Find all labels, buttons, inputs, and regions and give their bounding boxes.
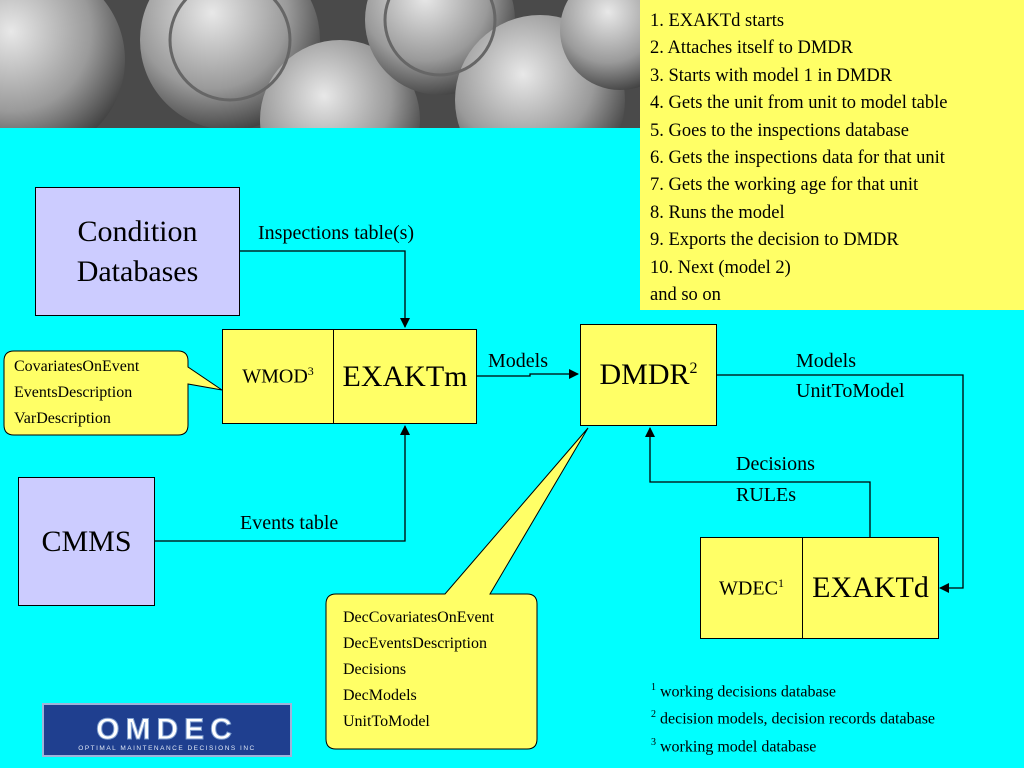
events-arrow [155, 425, 410, 542]
wmod-box: WMOD3 [222, 329, 334, 424]
inspections-label: Inspections table(s) [258, 222, 415, 244]
callout-dmdr-shape [325, 427, 589, 750]
models-arrow [477, 369, 579, 379]
models-left-label: Models [488, 350, 548, 372]
step-item: 9. Exports the decision to DMDR [650, 230, 899, 251]
inspections-arrow [240, 250, 410, 328]
footnote-3: 3 working model database [651, 737, 817, 756]
exaktd-box: EXAKTd [802, 537, 939, 639]
unittomodel-label: UnitToModel [796, 380, 905, 402]
cmms-box: CMMS [18, 477, 155, 606]
callout-item: DecCovariatesOnEvent [343, 609, 495, 626]
models-unittomodel-arrow [717, 374, 964, 593]
step-item: 4. Gets the unit from unit to model tabl… [650, 93, 948, 114]
coins-photo [0, 0, 640, 128]
footnote-2: 2 decision models, decision records data… [651, 709, 936, 728]
svg-text:OPTIMAL MAINTENANCE DECISIONS: OPTIMAL MAINTENANCE DECISIONS INC [78, 745, 255, 752]
exaktm-label: EXAKTm [342, 359, 468, 393]
callout-item: DecModels [343, 687, 417, 704]
callout-item: EventsDescription [14, 384, 133, 401]
step-item: 3. Starts with model 1 in DMDR [650, 65, 893, 86]
condition-databases-line1: Condition [77, 214, 198, 248]
step-item: 7. Gets the working age for that unit [650, 175, 919, 196]
svg-text:OMDEC: OMDEC [96, 713, 238, 746]
rules-label: RULEs [736, 484, 796, 506]
callout-item: CovariatesOnEvent [14, 358, 140, 375]
step-item: 1. EXAKTd starts [650, 11, 785, 31]
callout-wmod-shape [3, 350, 223, 436]
step-item: 6. Gets the inspections data for that un… [650, 148, 945, 169]
callout-item: Decisions [343, 661, 407, 678]
wmod-label: WMOD3 [242, 364, 314, 388]
condition-databases-box: Condition Databases [35, 187, 240, 316]
wdec-box: WDEC1 [700, 537, 803, 639]
cmms-label: CMMS [41, 524, 132, 558]
exaktm-box: EXAKTm [333, 329, 477, 424]
step-item: 2. Attaches itself to DMDR [650, 38, 853, 59]
exaktd-label: EXAKTd [812, 571, 929, 604]
step-item: 5. Goes to the inspections database [650, 120, 909, 141]
events-label: Events table [240, 512, 339, 534]
callout-dmdr: DecCovariatesOnEvent DecEventsDescriptio… [343, 605, 494, 735]
steps-note: 1. EXAKTd starts 2. Attaches itself to D… [640, 0, 1024, 310]
callout-wmod: CovariatesOnEvent EventsDescription VarD… [14, 354, 139, 432]
step-item: and so on [650, 285, 721, 306]
callout-item: UnitToModel [343, 713, 430, 730]
step-item: 10. Next (model 2) [650, 257, 791, 278]
dmdr-label: DMDR2 [599, 358, 698, 391]
step-item: 8. Runs the model [650, 202, 785, 223]
dmdr-box: DMDR2 [580, 324, 717, 426]
condition-databases-line2: Databases [76, 254, 199, 288]
callout-item: DecEventsDescription [343, 635, 487, 652]
models-right-label: Models [796, 350, 856, 372]
wdec-label: WDEC1 [719, 575, 784, 600]
omdec-logo: OMDEC OPTIMAL MAINTENANCE DECISIONS INC [42, 703, 292, 757]
decisions-label: Decisions [736, 453, 815, 475]
callout-item: VarDescription [14, 410, 111, 427]
footnote-1: 1 working decisions database [651, 682, 836, 701]
decisions-arrow [645, 427, 871, 537]
